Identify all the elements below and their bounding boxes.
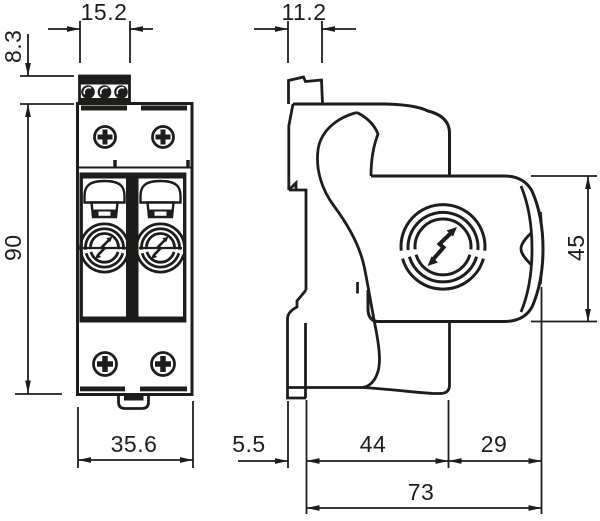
lower-rail-claw [286,289,308,400]
side-cartridge [366,174,545,323]
surge-arrester-lightning-icon [135,222,186,274]
front-body-width-dimension: 35.6 [77,401,194,468]
rail-cavity-face [288,188,308,290]
side-top-edge [293,102,451,176]
side-view [286,75,545,400]
phillips-screw-icon [151,125,175,149]
side-front-depth-dimension: 29 [448,431,542,464]
side-dimensions: 11.2 45 5.5 44 [232,0,597,514]
side-right-lower-edge [439,322,451,395]
vent-slot [141,105,187,111]
phillips-screw-icon [92,351,118,377]
front-dimensions: 15.2 8.3 90 35.6 [0,0,194,468]
front-terminal-height-label: 8.3 [0,30,26,63]
phillips-screw-icon [93,125,117,149]
terminal-screw-icon [114,85,128,99]
front-body-height-label: 90 [0,234,26,261]
front-terminal-height-dimension: 8.3 [0,30,74,117]
phillips-screw-icon [150,351,176,377]
side-top-width-dimension: 11.2 [254,0,356,63]
module-dome [83,179,126,204]
surge-arrester-lightning-icon [399,203,487,291]
din-rail-clip-tab [117,394,150,410]
side-front-depth-label: 29 [481,431,508,457]
side-terminal-block [287,75,324,105]
side-module-height-label: 45 [563,234,589,261]
upper-rail-claw [287,179,298,192]
release-lever [519,232,532,266]
front-view [76,74,194,410]
side-mid-depth-dimension: 44 [306,431,449,464]
front-terminal-width-dimension: 15.2 [48,0,153,63]
cartridge-outline [366,174,545,323]
terminal-screw-icon [81,85,95,99]
front-terminal-width-label: 15.2 [81,0,128,25]
arm-neck-curve [356,111,380,177]
cartridge-inner-arc [519,185,534,313]
side-rear-depth-label: 5.5 [232,431,265,457]
side-mid-depth-label: 44 [360,431,387,457]
side-total-depth-dimension: 73 [306,479,542,511]
terminal-screw-icon [97,85,112,99]
module-dome [139,179,182,204]
front-body-height-dimension: 90 [0,104,62,395]
foot-bar [80,386,125,392]
vent-slot [81,105,127,111]
side-top-width-label: 11.2 [281,0,326,25]
arm-inner-curve [316,111,381,389]
surge-arrester-lightning-icon [79,222,130,274]
front-body-outline [76,102,194,396]
foot-bar [140,386,187,392]
side-total-depth-label: 73 [408,479,435,505]
front-body-width-label: 35.6 [111,431,158,457]
surge-module-left [79,179,130,274]
surge-module-right [135,179,186,274]
side-left-edge [287,103,295,190]
front-terminal-block [78,74,131,105]
side-rear-depth-dimension: 5.5 [232,431,320,464]
